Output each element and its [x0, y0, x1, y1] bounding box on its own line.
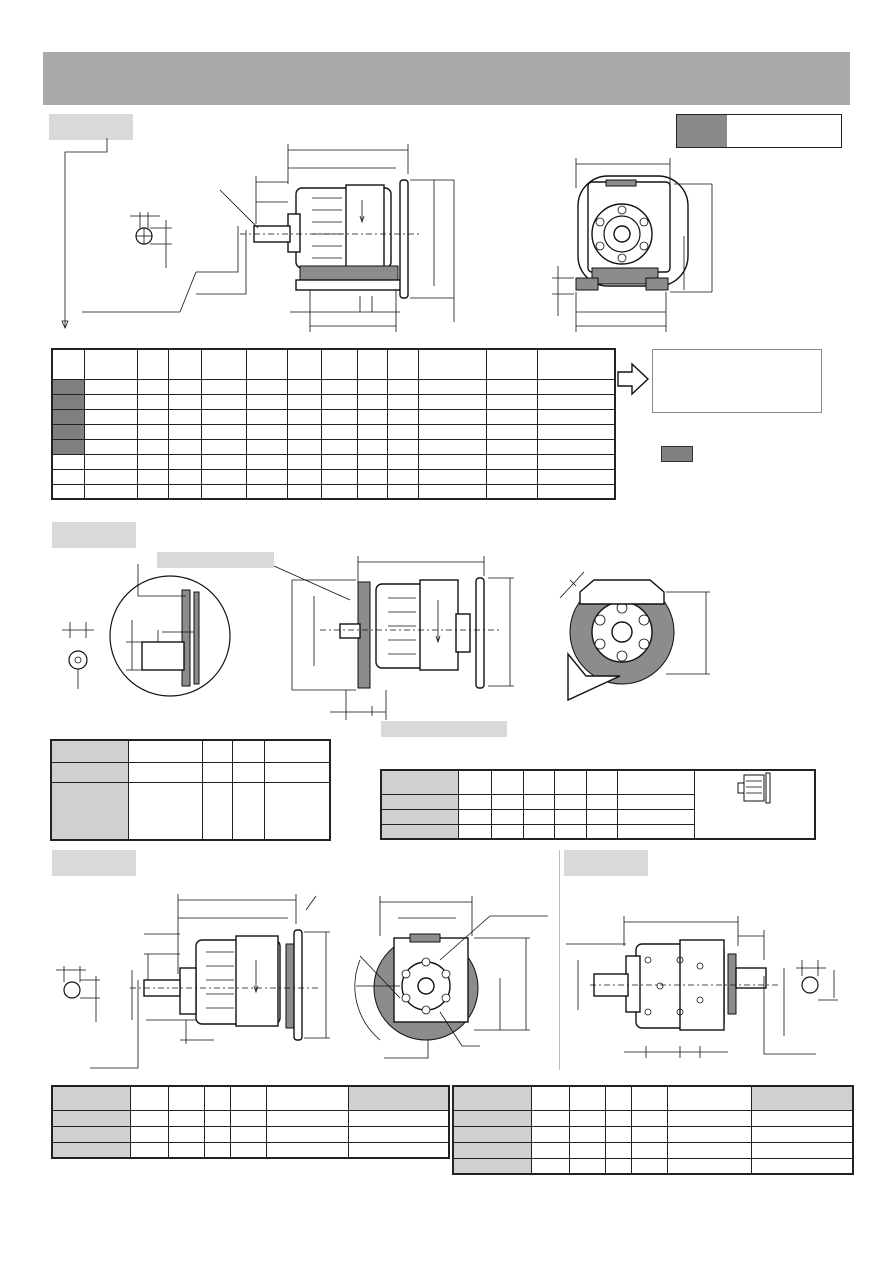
dimension-table-face-mount	[51, 1085, 450, 1159]
table-row	[380, 793, 815, 810]
section-tag-foot-mount	[49, 114, 133, 140]
table-row	[452, 1109, 854, 1127]
table-row	[51, 438, 616, 455]
legend-box	[676, 114, 842, 148]
section-tag-flange-mount	[52, 522, 136, 548]
drawing-flange-mount	[62, 556, 710, 720]
header-banner	[43, 52, 850, 105]
table-row	[51, 1141, 450, 1159]
table-row	[380, 823, 815, 840]
gearmotor-icon	[737, 772, 771, 804]
table-row	[51, 1125, 450, 1143]
table-row	[51, 483, 616, 500]
section-tag-face-mount	[52, 850, 136, 876]
table-row	[452, 1157, 854, 1175]
table-header-row	[452, 1085, 854, 1111]
arrow-right-outline-icon	[617, 362, 650, 396]
table-header-row	[380, 769, 816, 840]
note-box	[652, 349, 822, 413]
legend-swatch	[677, 115, 727, 147]
dimension-table-flange	[380, 769, 816, 840]
highlight-swatch	[661, 446, 693, 462]
dimension-table-flange-key	[50, 739, 331, 841]
table-row	[51, 453, 616, 470]
drawing-face-mount	[56, 894, 838, 1069]
table-row	[50, 781, 331, 841]
dimension-table-foot-mount	[51, 348, 616, 500]
callout-label-bottom	[381, 721, 507, 737]
callout-label-top	[157, 552, 274, 568]
drawing-foot-mount-side	[61, 138, 713, 332]
section-tag-shaft-detail	[564, 850, 648, 876]
section-divider	[559, 850, 560, 1070]
table-row	[452, 1141, 854, 1159]
table-header-row	[51, 1085, 450, 1111]
table-row	[452, 1125, 854, 1143]
table-row	[51, 1109, 450, 1127]
dimension-table-shaft	[452, 1085, 854, 1175]
